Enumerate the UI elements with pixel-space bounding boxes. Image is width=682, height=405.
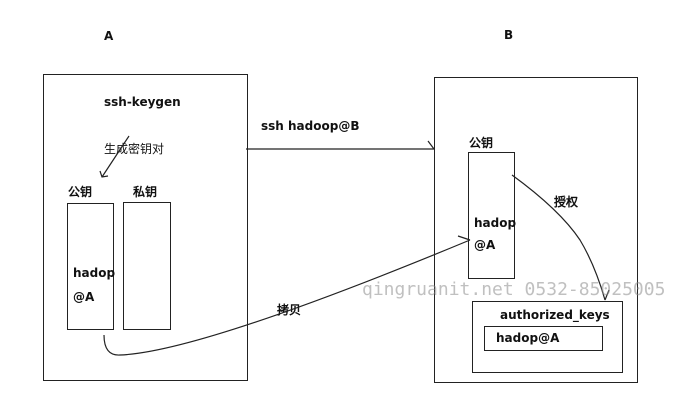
- host-b-box: [434, 77, 638, 383]
- a-private-key-label: 私钥: [133, 185, 158, 199]
- host-a-box: [43, 74, 248, 381]
- ssh-label: ssh hadoop@B: [261, 119, 360, 133]
- generate-arrow: [99, 135, 130, 178]
- b-key-line1: hadop: [474, 216, 517, 230]
- ssh-keygen-label: ssh-keygen: [104, 95, 181, 109]
- host-a-label: A: [104, 29, 114, 43]
- a-public-key-label: 公钥: [68, 185, 93, 199]
- copy-arrow: [103, 235, 471, 356]
- a-key-line1: hadop: [73, 266, 116, 280]
- a-public-key-box: [67, 203, 114, 330]
- b-public-key-label: 公钥: [469, 136, 494, 150]
- ssh-arrow: [246, 140, 435, 150]
- authorized-keys-label: authorized_keys: [500, 308, 610, 322]
- authorized-entry-box: [484, 326, 603, 351]
- a-private-key-box: [123, 202, 171, 330]
- authorize-arrow: [511, 174, 610, 301]
- host-b-label: B: [504, 28, 514, 42]
- authorized-keys-box: [472, 301, 623, 373]
- b-key-line2: @A: [474, 238, 496, 252]
- a-key-line2: @A: [73, 290, 95, 304]
- b-public-key-box: [468, 152, 515, 279]
- authorized-entry: hadop@A: [496, 331, 560, 345]
- generate-label: 生成密钥对: [104, 142, 165, 156]
- watermark: qingruanit.net 0532-85025005: [362, 279, 666, 300]
- authorize-label: 授权: [554, 195, 579, 209]
